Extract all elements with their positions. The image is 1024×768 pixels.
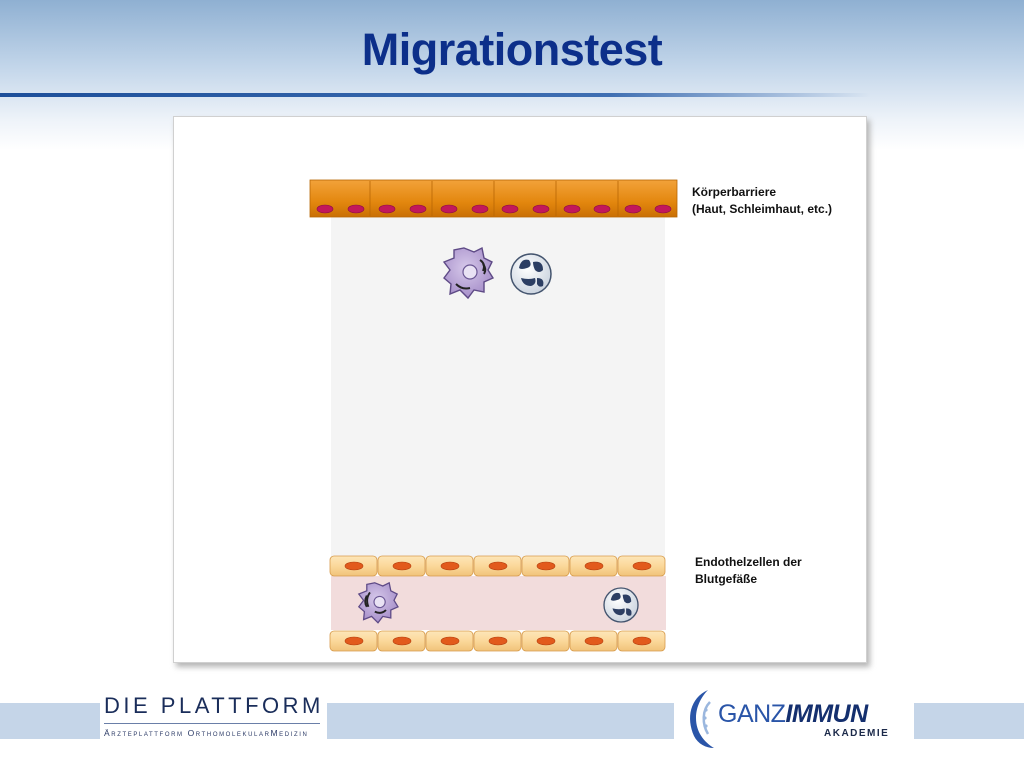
barrier-label-line2: (Haut, Schleimhaut, etc.) [692, 202, 833, 216]
endothelial-nucleus [488, 561, 508, 571]
macrophage-cell-tissue [442, 246, 495, 300]
neutrophil-cell-tissue [510, 253, 552, 295]
ganzimmun-wordmark-ganz: GANZ [718, 700, 786, 728]
barrier-nucleus [593, 204, 611, 214]
ganzimmun-logo: GANZIMMUN AKADEMIE [682, 688, 912, 750]
endothelial-nucleus [392, 636, 412, 646]
die-plattform-logo-rule [104, 723, 320, 724]
barrier-nucleus [409, 204, 427, 214]
barrier-nucleus [440, 204, 458, 214]
endothelial-nucleus [584, 561, 604, 571]
barrier-nucleus [471, 204, 489, 214]
endothelial-nucleus [536, 561, 556, 571]
barrier-nucleus [563, 204, 581, 214]
barrier-nucleus [532, 204, 550, 214]
barrier-nucleus [654, 204, 672, 214]
ganzimmun-wordmark: GANZIMMUN [718, 700, 868, 729]
slide-title: Migrationstest [361, 24, 663, 75]
barrier-nucleus [501, 204, 519, 214]
endothelial-nucleus [344, 636, 364, 646]
endothelial-row-bottom [329, 630, 666, 652]
die-plattform-logo-subtitle: Ärzteplattform OrthomolekularMedizin [104, 728, 309, 738]
barrier-nucleus [316, 204, 334, 214]
endothelial-nucleus [440, 636, 460, 646]
ganzimmun-logo-subtitle: AKADEMIE [824, 728, 890, 739]
endothelial-nucleus [488, 636, 508, 646]
endothelial-nucleus [392, 561, 412, 571]
macrophage-cell-vessel [357, 581, 399, 624]
footer-bar-left [0, 703, 100, 739]
endothelial-nucleus [584, 636, 604, 646]
ganzimmun-wordmark-immun: IMMUN [785, 700, 868, 728]
barrier-nucleus [347, 204, 365, 214]
tissue-region [331, 213, 665, 558]
footer-bar-right [914, 703, 1024, 739]
endothel-label-line1: Endothelzellen der [695, 555, 802, 569]
barrier-nucleus [378, 204, 396, 214]
endothelial-nucleus [632, 636, 652, 646]
footer-bar-middle [327, 703, 674, 739]
endothelial-nucleus [344, 561, 364, 571]
ganzimmun-swoosh-icon [690, 690, 714, 748]
endothelial-nucleus [440, 561, 460, 571]
die-plattform-logo-title: DIE PLATTFORM [104, 693, 324, 718]
neutrophil-cell-vessel [603, 587, 639, 623]
body-barrier [309, 179, 678, 218]
barrier-label-line1: Körperbarriere [692, 185, 777, 199]
header-rule [0, 93, 870, 97]
barrier-nucleus [624, 204, 642, 214]
endothelial-nucleus [632, 561, 652, 571]
endothelial-row-top [329, 555, 666, 577]
endothel-label-line2: Blutgefäße [695, 572, 758, 586]
endothelial-nucleus [536, 636, 556, 646]
